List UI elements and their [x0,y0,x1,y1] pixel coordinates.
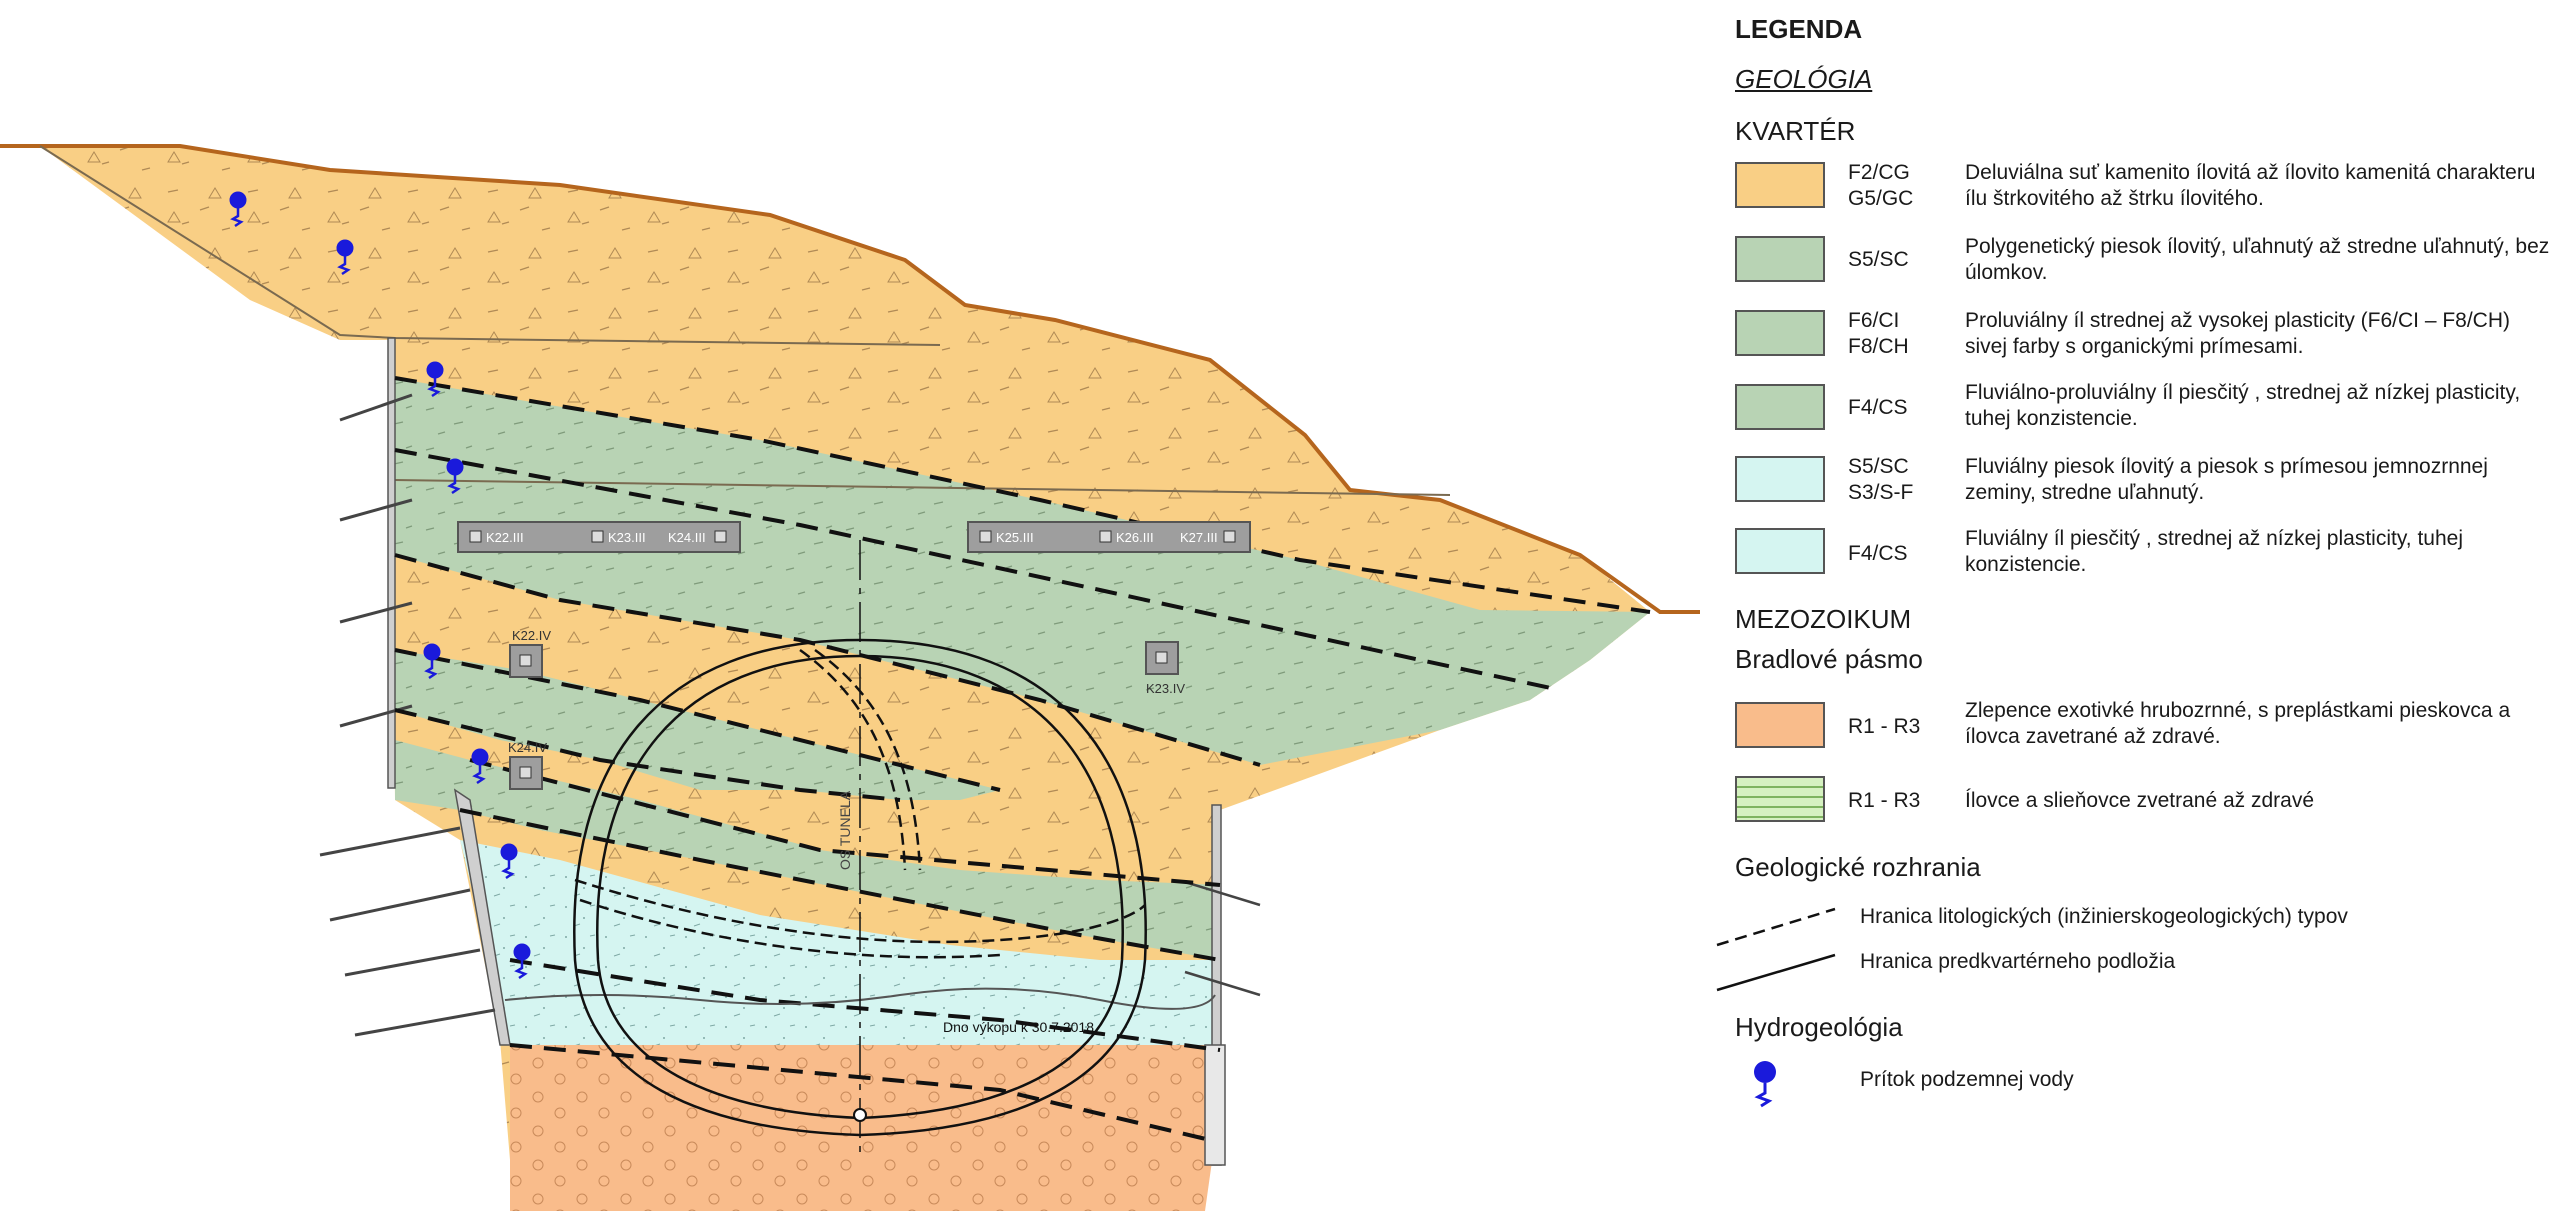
klippen-belt-heading: Bradlové pásmo [1735,644,1923,674]
ground-anchors-right [1184,880,1261,997]
monitoring-strip-left: K22.III K23.III K24.III [457,521,741,553]
lithological-boundary-sample [1716,907,1836,947]
desc-proluvial-clay: Proluviálny íl strednej až vysokej plast… [1965,309,2511,358]
geological-cross-section: OS TUNELA K22.III K23.III K24.III K25.II… [0,144,1700,1211]
water-inflow-icons [229,191,531,980]
monitor-k22iii: K22.III [486,530,524,545]
monitor-k24iii: K24.III [668,530,706,545]
right-wall-bottom [1204,1044,1226,1166]
lithological-boundaries [394,376,1651,1142]
monitor-point-k23iv: K23.IV [1145,641,1185,696]
swatch-conglomerate [1735,702,1825,748]
monitor-point-k24iv: K24.IV [508,740,547,790]
monitoring-strip-right: K25.III K26.III K27.III [967,521,1251,553]
excavation-date-note: Dno výkopu k 30.7.2018 [943,1019,1094,1035]
swatch-fluvio-proluvial-clay [1735,384,1825,430]
water-inflow-icon [336,239,354,276]
swatch-fluvial-clay [1735,528,1825,574]
boundaries-heading: Geologické rozhrania [1735,852,1981,882]
code-claystone: R1 - R3 [1848,789,1921,812]
water-inflow-icon [471,748,489,785]
bedrock-boundary-sample [1716,953,1836,992]
tunnel-axis-marker [853,1108,867,1122]
legend-title: LEGENDA [1735,14,1863,44]
water-inflow-icon [426,361,444,398]
legend-panel: LEGENDA GEOLÓGIA KVARTÉR F2/CG G5/GC Del… [1716,0,2560,1211]
swatch-claystone [1735,776,1825,822]
conglomerate-bedrock [510,1045,1220,1211]
code-polygenetic-sand: S5/SC [1848,248,1909,271]
code-fluvio-proluvial-clay: F4/CS [1848,396,1908,419]
desc-polygenetic-sand: Polygenetický piesok ílovitý, uľahnutý a… [1965,235,2550,284]
green-layer-middle [395,650,1000,800]
swatch-fluvial-sand [1735,456,1825,502]
label-k23iv: K23.IV [1146,681,1185,696]
bedrock-boundary-label: Hranica predkvartérneho podložia [1860,950,2176,973]
water-inflow-label: Prítok podzemnej vody [1860,1068,2074,1091]
lithological-boundary-label: Hranica litologických (inžinierskogeolog… [1860,905,2348,928]
swatch-polygenetic-sand [1735,236,1825,282]
mesozoic-heading: MEZOZOIKUM [1735,604,1912,634]
water-inflow-icon [500,843,518,880]
code-conglomerate: R1 - R3 [1848,715,1921,738]
water-inflow-icon [423,643,441,680]
berm-line [39,145,941,346]
label-k22iv: K22.IV [512,628,551,643]
desc-conglomerate: Zlepence exotivké hrubozrnné, s preplást… [1965,699,2511,748]
geology-heading: GEOLÓGIA [1735,64,1873,94]
swatch-proluvial-clay [1735,310,1825,356]
tunnel-axis-label: OS TUNELA [837,790,853,870]
desc-fluvio-proluvial-clay: Fluviálno-proluviálny íl piesčitý , stre… [1965,381,2521,430]
code-deluvial: F2/CG G5/GC [1848,161,1914,210]
water-inflow-legend-icon [1754,1061,1776,1108]
desc-fluvial-sand: Fluviálny piesok ílovitý a piesok s prím… [1965,455,2488,504]
water-inflow-icon [229,191,247,228]
monitor-k23iii: K23.III [608,530,646,545]
green-layer-upper [395,378,1650,765]
code-fluvial-clay: F4/CS [1848,542,1908,565]
green-layer-lower [395,740,1220,960]
desc-fluvial-clay: Fluviálny íl piesčitý , strednej až nízk… [1965,527,2463,576]
ground-anchors-left [319,393,496,1037]
desc-deluvial: Deluviálna suť kamenito ílovitá až ílovi… [1965,161,2536,210]
desc-claystone: Ílovce a slieňovce zvetrané až zdravé [1965,789,2315,812]
quaternary-heading: KVARTÉR [1735,116,1856,146]
monitor-k27iii: K27.III [1180,530,1218,545]
code-proluvial-clay: F6/CI F8/CH [1848,309,1909,358]
terrain-surface-line [0,144,1700,614]
swatch-deluvial [1735,162,1825,208]
monitor-point-k22iv: K22.IV [509,628,551,678]
water-inflow-icon [513,943,531,980]
fluvial-sand-layer [460,840,1220,1045]
water-inflow-icon [446,458,464,495]
left-wall-upper [387,337,396,789]
boundary-line-samples [1716,907,1836,992]
monitor-k25iii: K25.III [996,530,1034,545]
code-fluvial-sand: S5/SC S3/S-F [1848,455,1914,504]
hydrogeology-heading: Hydrogeológia [1735,1012,1903,1042]
label-k24iv: K24.IV [508,740,547,755]
monitor-k26iii: K26.III [1116,530,1154,545]
